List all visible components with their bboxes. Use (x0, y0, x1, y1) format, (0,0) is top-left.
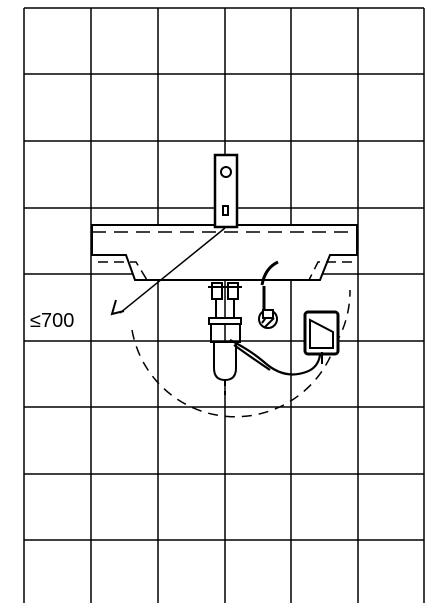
power-adapter (303, 310, 340, 364)
power-cable (229, 339, 322, 376)
tile-grid (23, 7, 425, 603)
supply-hose (258, 260, 279, 329)
dimension-label-bg (26, 306, 86, 332)
drain-trap (208, 282, 242, 395)
faucet (213, 153, 239, 229)
washbasin (91, 224, 358, 281)
dimension-label: ≤700 (30, 310, 74, 332)
